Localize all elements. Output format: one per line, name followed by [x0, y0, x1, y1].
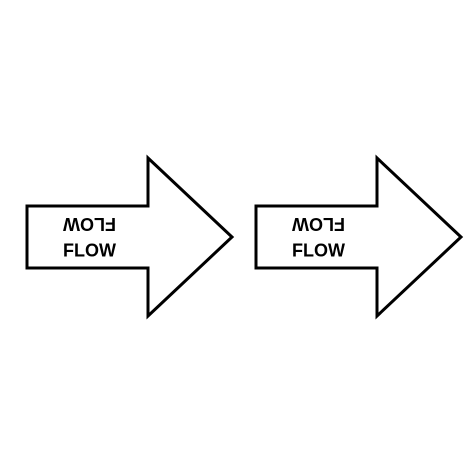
flow-arrow-right-shape [254, 154, 464, 320]
flow-arrow-right-label-upside-down: FLOW [292, 214, 345, 234]
flow-arrow-left-shape [25, 154, 235, 320]
flow-arrow-right-label: FLOW [292, 240, 345, 260]
flow-arrow-left-label: FLOW [63, 240, 116, 260]
flow-arrow-right: FLOW FLOW [254, 154, 464, 320]
flow-arrow-left: FLOW FLOW [25, 154, 235, 320]
flow-arrow-left-label-upside-down: FLOW [63, 214, 116, 234]
